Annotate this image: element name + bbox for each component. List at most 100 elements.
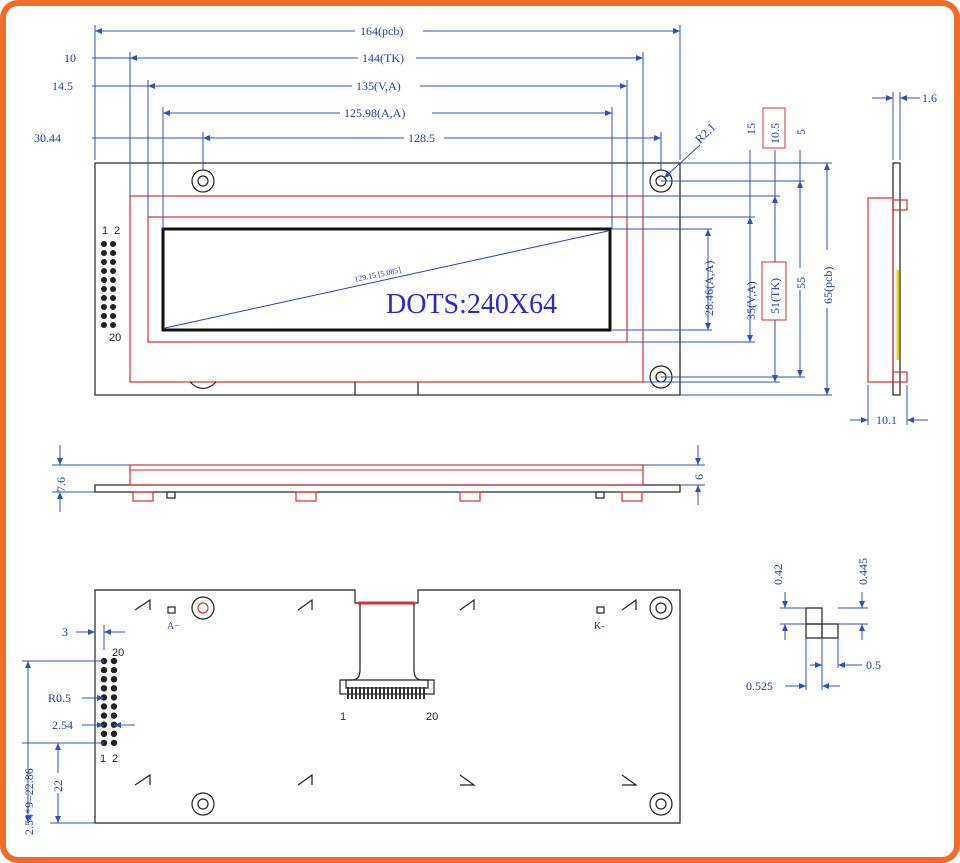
front-view: 129.15 [5.085] DOTS:240X64 1 2 20 164(pc… — [34, 23, 835, 396]
pin-pad — [101, 322, 107, 328]
pin-pad — [101, 313, 107, 319]
dim-r0-5: R0.5 — [48, 691, 71, 705]
dim-pcb-width: 164(pcb) — [360, 24, 403, 38]
pin-pad — [110, 739, 118, 747]
dim-offset-10: 10 — [64, 51, 76, 65]
fpc-contact — [423, 687, 425, 699]
dim-va-height: 35(V,A) — [744, 281, 758, 320]
fpc-contact — [383, 687, 385, 699]
fpc-pin-20-label: 20 — [426, 711, 438, 723]
diagonal-line — [164, 230, 609, 329]
mounting-hole — [191, 169, 215, 193]
pin-pad — [110, 730, 118, 737]
pin-pad — [110, 259, 116, 265]
dim-0-42: 0.42 — [771, 564, 785, 585]
dim-aa-width: 125.98(A,A) — [344, 106, 405, 120]
pin-2-label: 2 — [114, 225, 120, 237]
fpc-contact — [371, 687, 373, 699]
fpc-contact — [359, 687, 361, 699]
fpc-contact — [403, 687, 405, 699]
pin-pad — [110, 304, 116, 310]
pin-pad — [100, 730, 108, 737]
fpc-contact — [419, 687, 421, 699]
dim-0-525: 0.525 — [746, 679, 773, 693]
pin-pad — [101, 241, 107, 247]
pin-pad — [110, 666, 118, 674]
mounting-hole — [191, 792, 215, 816]
pin-1-label: 1 — [102, 225, 108, 237]
pcb-outline — [94, 162, 681, 396]
pin-pad — [110, 712, 118, 719]
pin-pad — [110, 685, 118, 692]
mounting-hole — [649, 596, 673, 620]
fpc-contact — [415, 687, 417, 699]
cathode-label: K- — [594, 621, 605, 632]
fpc-contact — [379, 687, 381, 699]
pin-pad — [100, 685, 108, 692]
pin-pad — [101, 268, 107, 274]
side-view: 1.6 10.1 — [850, 91, 937, 427]
mounting-hole — [649, 792, 673, 816]
dim-2-54: 2.54 — [52, 718, 73, 732]
dim-pcb-height: 65(pcb) — [821, 267, 835, 304]
pin-pad — [110, 694, 118, 701]
dim-aa-height: 28.46(A,A) — [702, 261, 716, 316]
pin-pad — [100, 712, 108, 719]
back-pin-1-label: 1 — [100, 753, 106, 765]
fpc-contact — [391, 687, 393, 699]
dim-3: 3 — [62, 625, 68, 639]
fpc-contact — [355, 687, 357, 699]
fpc-contact — [367, 687, 369, 699]
dim-1-6: 1.6 — [922, 91, 937, 105]
dim-tk-height: 51(TK) — [768, 278, 782, 314]
mounting-hole — [191, 596, 215, 620]
dim-offset-14-5: 14.5 — [52, 79, 73, 93]
pin-pad — [110, 250, 116, 256]
dim-10-5: 10.5 — [768, 123, 782, 144]
dim-10-1: 10.1 — [876, 413, 897, 427]
fpc-contacts — [347, 687, 425, 699]
dim-hole-pitch: 128.5 — [408, 131, 435, 145]
pin-pad — [110, 286, 116, 292]
fpc-contact — [399, 687, 401, 699]
back-pin-20-label: 20 — [112, 647, 124, 659]
fpc-contact — [387, 687, 389, 699]
pin-pad — [100, 694, 108, 701]
pin-pad — [110, 676, 118, 683]
dots-label: DOTS:240X64 — [386, 289, 557, 320]
pin-pad — [100, 703, 108, 710]
edge-view: 7.6 6 — [52, 445, 706, 512]
back-pin-2-label: 2 — [112, 753, 118, 765]
pin-pad — [110, 657, 118, 665]
pin-header-back — [100, 657, 118, 747]
dim-5: 5 — [794, 129, 808, 135]
dim-6: 6 — [692, 474, 706, 480]
pin-pad — [101, 304, 107, 310]
dim-22: 22 — [51, 780, 65, 792]
dim-va-width: 135(V,A) — [356, 79, 401, 93]
pin-pad — [110, 322, 116, 328]
pin-pad — [110, 703, 118, 710]
anode-label: A− — [167, 621, 180, 632]
pin-pad — [101, 295, 107, 301]
dim-7-6: 7.6 — [54, 477, 68, 492]
fpc-contact — [347, 687, 349, 699]
fpc-contact — [351, 687, 353, 699]
pin-pad — [101, 277, 107, 283]
viewing-area — [147, 216, 628, 343]
dim-0-5: 0.5 — [866, 658, 881, 672]
pin-pad — [110, 268, 116, 274]
pin-header — [101, 241, 116, 328]
pin-pad — [110, 277, 116, 283]
pin-pad — [110, 241, 116, 247]
pin-20-label: 20 — [109, 332, 121, 344]
dim-tk-width: 144(TK) — [362, 51, 404, 65]
active-area — [161, 227, 612, 332]
fpc-contact — [363, 687, 365, 699]
pin-pad — [110, 313, 116, 319]
fpc-contact — [395, 687, 397, 699]
pin-pad — [101, 286, 107, 292]
dim-0-445: 0.445 — [856, 558, 870, 585]
pin-pad — [100, 676, 108, 683]
